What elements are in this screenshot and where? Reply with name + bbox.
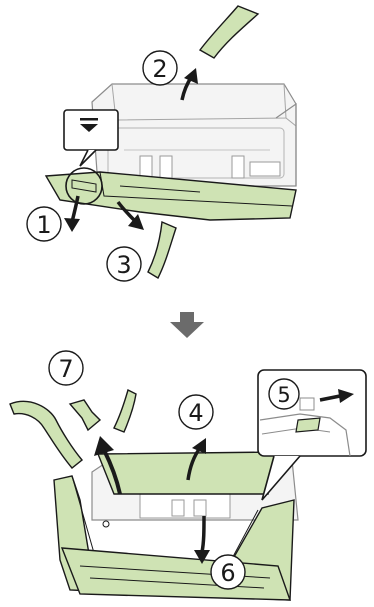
- paper-strip-bottom: [148, 222, 176, 278]
- step-3-label: 3: [116, 251, 131, 279]
- detail-callout: 5: [258, 370, 366, 500]
- step-2-marker: 2: [143, 51, 177, 85]
- step-2-label: 2: [152, 55, 167, 83]
- step-7-marker: 7: [49, 351, 83, 385]
- paper-scrap-1: [10, 401, 82, 468]
- step-4-label: 4: [188, 399, 203, 427]
- paper-scrap-2: [70, 400, 100, 430]
- step-1-label: 1: [36, 211, 51, 239]
- bottom-panel: 7 4 6: [10, 351, 366, 600]
- step-6-label: 6: [220, 559, 235, 587]
- paper-strip-top: [200, 6, 258, 58]
- step-4-marker: 4: [179, 395, 213, 429]
- top-panel: 1 2 3: [27, 6, 296, 281]
- step-3-marker: 3: [107, 247, 141, 281]
- step-7-label: 7: [58, 355, 73, 383]
- step-6-marker: 6: [211, 555, 245, 589]
- down-arrow-icon: [170, 312, 204, 338]
- pull-direction-arrow-icon: [202, 516, 204, 552]
- scanner-body-top: [92, 84, 296, 186]
- step-5-marker: 5: [269, 379, 299, 409]
- step-1-marker: 1: [27, 207, 61, 241]
- paper-scrap-3: [114, 390, 136, 432]
- step-5-label: 5: [277, 383, 290, 407]
